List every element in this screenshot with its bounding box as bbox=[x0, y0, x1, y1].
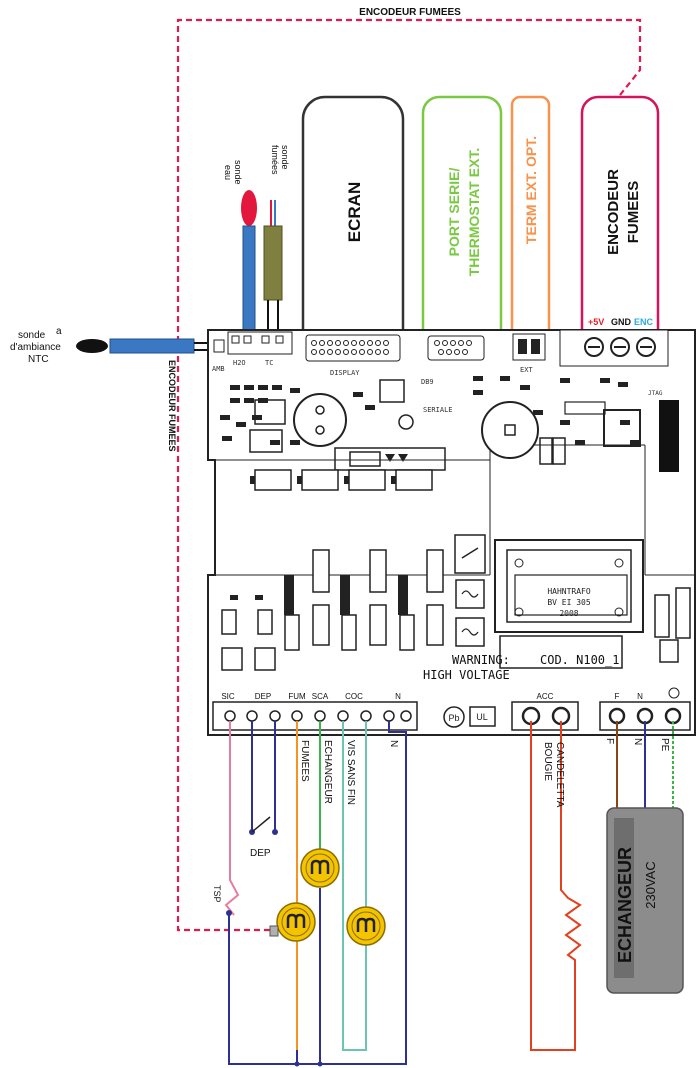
phase-f-label: F bbox=[615, 692, 620, 701]
sonde-eau-label-1: sonde bbox=[233, 160, 243, 185]
encoder-cable-dashed bbox=[176, 18, 642, 932]
sonde-ambiance-label-1: sonde bbox=[18, 330, 46, 341]
wire-echangeur-label: ECHANGEUR bbox=[322, 740, 333, 804]
encoder-label-1: ENCODEUR bbox=[605, 169, 622, 255]
sonde-ambiance-label-2: d'ambiance bbox=[10, 342, 61, 353]
ul-label: UL bbox=[476, 712, 488, 722]
wire-bougie bbox=[530, 721, 582, 1051]
acc-connector bbox=[511, 701, 579, 731]
wire-f-label: F bbox=[604, 738, 615, 744]
echangeur-box-label-1: ECHANGEUR bbox=[615, 847, 635, 963]
wire-n2-label: N bbox=[632, 738, 643, 745]
encoder-label-2: FUMEES bbox=[625, 181, 642, 244]
power-components bbox=[221, 549, 444, 671]
jtag-header bbox=[659, 400, 679, 472]
port-serie-label-2: THERMOSTAT EXT. bbox=[466, 148, 482, 277]
wire-vis-label: VIS SANS FIN bbox=[345, 740, 356, 805]
high-voltage-label: HIGH VOLTAGE bbox=[423, 668, 510, 682]
sonde-eau-label-2: eau bbox=[223, 165, 233, 180]
silk-jtag: JTAG bbox=[648, 390, 663, 397]
conn-label-sic: SIC bbox=[221, 692, 235, 701]
conn-label-dep: DEP bbox=[255, 692, 271, 701]
warning-label: WARNING: bbox=[452, 653, 510, 667]
ic-chip bbox=[379, 379, 405, 403]
probe-terminal bbox=[213, 331, 293, 355]
conn-label-fum: FUM bbox=[288, 692, 306, 701]
dep-label: DEP bbox=[250, 848, 271, 859]
sonde-fumees-label-1: sonde bbox=[280, 145, 290, 170]
silk-display: DISPLAY bbox=[330, 369, 360, 377]
smd-components bbox=[220, 376, 640, 445]
echangeur-box-label-2: 230VAC bbox=[643, 861, 658, 908]
ecran-label: ECRAN bbox=[345, 182, 364, 242]
encoder-top-label: ENCODEUR FUMEES bbox=[359, 7, 461, 18]
silk-amb: AMB bbox=[212, 365, 225, 373]
port-serie-label-1: PORT SERIE/ bbox=[446, 168, 462, 257]
encoder-terminal bbox=[559, 329, 669, 367]
wire-bougie-label: BOUGIE bbox=[542, 742, 553, 781]
pin-gnd-label: GND bbox=[611, 317, 632, 327]
motor-fumees-icon bbox=[269, 901, 317, 943]
dep-switch bbox=[251, 816, 271, 833]
board-code: COD. N100_1 bbox=[540, 653, 619, 667]
pb-mark bbox=[443, 706, 465, 728]
silk-ext: EXT bbox=[520, 366, 533, 374]
wire-fumees-label: FUMEES bbox=[299, 740, 310, 782]
tsp-label: TSP bbox=[212, 885, 222, 903]
sonde-ambiance-label-a: a bbox=[56, 326, 62, 337]
sonde-eau-bulb bbox=[241, 190, 257, 226]
db9-header bbox=[427, 335, 485, 361]
transformer bbox=[494, 539, 644, 669]
silk-tc: TC bbox=[265, 359, 273, 367]
microcontroller bbox=[603, 409, 641, 447]
capacitor-1 bbox=[293, 393, 347, 447]
ul-mark bbox=[469, 706, 496, 727]
term-ext-label: TERM EXT. OPT. bbox=[523, 136, 539, 244]
conn-label-sca: SCA bbox=[312, 692, 329, 701]
ground-symbol bbox=[668, 687, 680, 699]
sonde-ambiance-bulb bbox=[76, 339, 108, 353]
motor-vis-icon bbox=[345, 905, 387, 947]
silk-seriale: SERIALE bbox=[423, 406, 453, 414]
wire-candeletta-label: CANDELETTA bbox=[554, 742, 565, 808]
wire-vis-sans-fin bbox=[342, 721, 367, 1051]
ext-connector bbox=[512, 333, 546, 361]
transformer-label-3: 2008 bbox=[559, 609, 578, 618]
sonde-ambiance-sleeve bbox=[109, 338, 195, 354]
pb-label: Pb bbox=[448, 713, 459, 723]
pin-enc-label: ENC bbox=[634, 317, 654, 327]
transformer-label-2: BV EI 305 bbox=[547, 598, 591, 607]
acc-label: ACC bbox=[537, 692, 554, 701]
transformer-label-1: HAHNTRAFO bbox=[547, 587, 591, 596]
sonde-fumees-sleeve bbox=[263, 225, 283, 301]
silk-h2o: H2O bbox=[233, 359, 246, 367]
port-serie-module bbox=[421, 95, 503, 364]
wire-pe-label: PE bbox=[659, 738, 670, 752]
sonde-fumees-label-2: fumées bbox=[270, 145, 280, 175]
display-header bbox=[305, 334, 401, 362]
conn-label-coc: COC bbox=[345, 692, 363, 701]
wire-n-label: N bbox=[388, 740, 399, 747]
buzzer bbox=[398, 414, 414, 430]
wire-sic-pink bbox=[224, 721, 240, 916]
main-terminal-strip bbox=[212, 701, 418, 731]
sonde-ambiance-label-3: NTC bbox=[28, 354, 49, 365]
triac-row bbox=[250, 469, 433, 491]
neutral-n-label: N bbox=[637, 692, 643, 701]
sonde-eau-sleeve bbox=[242, 225, 256, 331]
conn-label-n: N bbox=[395, 692, 401, 701]
wire-neutral bbox=[228, 721, 407, 1065]
silk-db9: DB9 bbox=[421, 378, 434, 386]
motor-echangeur-icon bbox=[299, 847, 341, 889]
pin-5v-label: +5V bbox=[588, 317, 604, 327]
encoder-side-label: ENCODEUR FUMEES bbox=[167, 360, 177, 452]
